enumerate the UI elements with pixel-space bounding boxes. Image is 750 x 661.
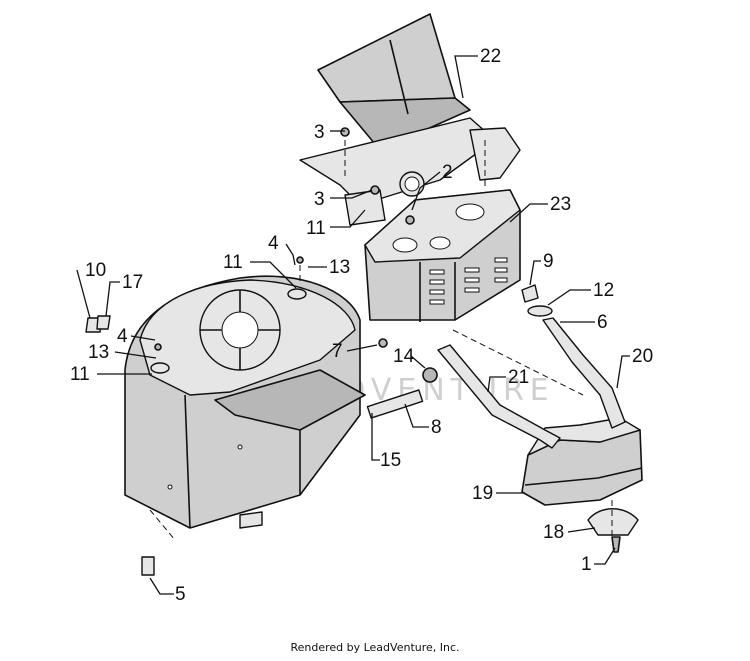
callout-10: 10 <box>85 260 106 281</box>
assembly-lines <box>149 140 613 541</box>
callout-1: 1 <box>581 554 592 575</box>
callout-21: 21 <box>508 367 529 388</box>
callout-4-left: 4 <box>117 326 128 347</box>
leader-lines <box>76 55 630 595</box>
callout-4-top: 4 <box>268 233 279 254</box>
callout-2: 2 <box>442 162 453 183</box>
callout-11-upper: 11 <box>306 218 326 239</box>
shroud-vent-slots <box>429 257 508 305</box>
callout-13-left: 13 <box>88 342 109 363</box>
part-22-top-cover <box>317 13 471 151</box>
callout-5: 5 <box>175 584 186 605</box>
callout-8: 8 <box>431 417 442 438</box>
callout-3-upper: 3 <box>314 122 325 143</box>
exhaust-pipes <box>437 317 626 449</box>
callout-23: 23 <box>550 194 571 215</box>
bracket-plate <box>299 117 521 226</box>
callout-15: 15 <box>380 450 401 471</box>
callout-18: 18 <box>543 522 564 543</box>
callout-7: 7 <box>332 341 343 362</box>
part-18-heat-shield <box>587 508 639 536</box>
callout-11-left: 11 <box>70 364 90 385</box>
callout-20: 20 <box>632 346 653 367</box>
callout-labels: 22 3 2 3 11 23 4 13 11 10 17 4 13 11 9 1… <box>70 46 653 605</box>
callout-22: 22 <box>480 46 501 67</box>
part-23-engine-shroud <box>364 189 521 322</box>
callout-13-top: 13 <box>329 257 350 278</box>
callout-6: 6 <box>597 312 608 333</box>
small-hardware <box>85 127 621 576</box>
callout-17: 17 <box>122 272 143 293</box>
callout-9: 9 <box>543 251 554 272</box>
callout-12: 12 <box>593 280 614 301</box>
blower-housing <box>124 275 366 529</box>
callout-3-lower: 3 <box>314 189 325 210</box>
render-credit: Rendered by LeadVenture, Inc. <box>290 641 460 654</box>
callout-19: 19 <box>472 483 493 504</box>
callout-11-mid: 11 <box>223 252 243 273</box>
callout-14: 14 <box>393 346 415 367</box>
